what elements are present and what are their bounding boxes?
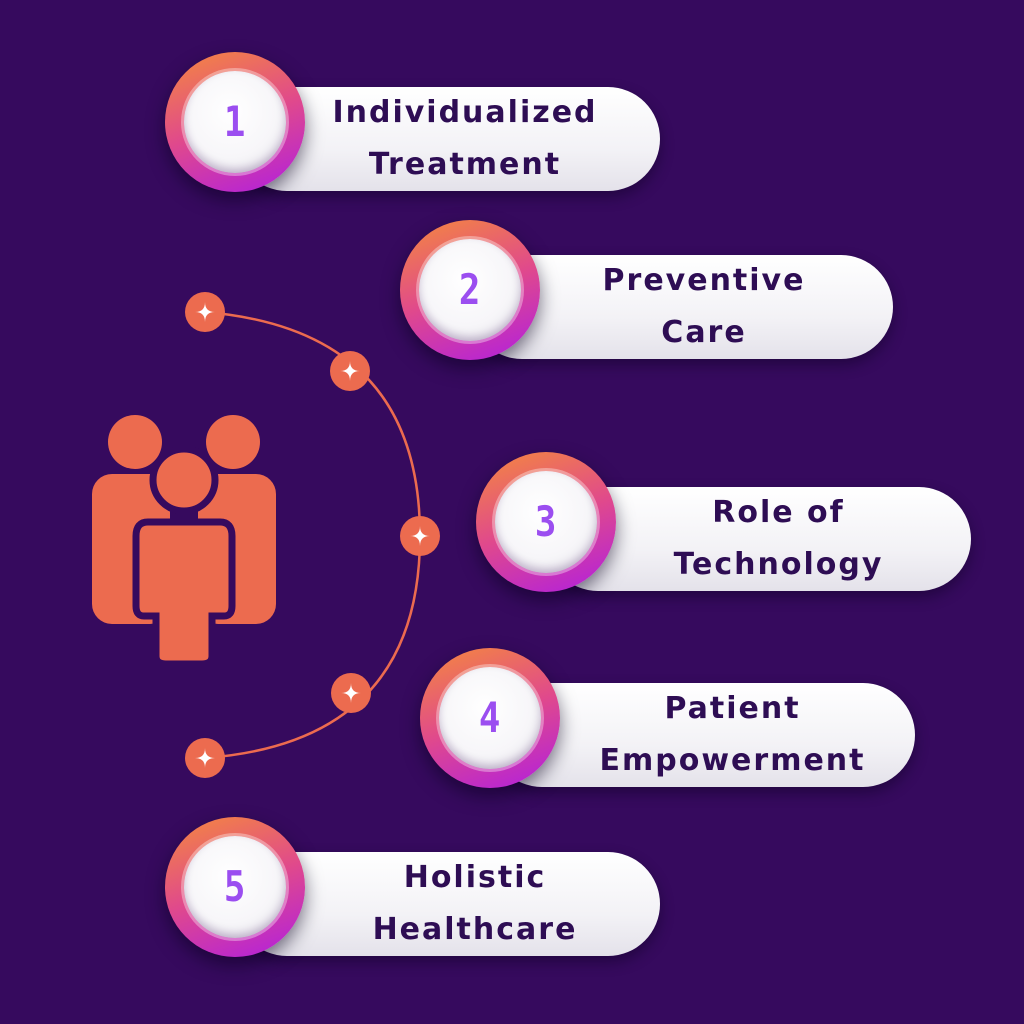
step-number-badge: 1 (165, 52, 305, 192)
step-title-line2: Empowerment (599, 743, 866, 778)
step-item-1: Individualized Treatment 1 (165, 52, 660, 192)
sparkle-node-icon (331, 673, 371, 713)
step-item-3: Role of Technology 3 (476, 452, 971, 592)
step-label-pill: Holistic Healthcare (235, 852, 660, 956)
step-number: 5 (224, 862, 246, 911)
step-title-line1: Patient (664, 691, 801, 726)
step-label-pill: Individualized Treatment (235, 87, 660, 191)
step-label-pill: Role of Technology (546, 487, 971, 591)
step-number: 3 (535, 497, 557, 546)
step-title-line1: Individualized (332, 95, 598, 130)
sparkle-node-icon (400, 516, 440, 556)
step-item-2: Preventive Care 2 (400, 220, 893, 360)
step-title-line1: Role of (712, 495, 845, 530)
step-title-line2: Treatment (368, 147, 562, 182)
step-title-line2: Technology (673, 547, 884, 582)
sparkle-node-icon (185, 738, 225, 778)
step-item-5: Holistic Healthcare 5 (165, 817, 660, 957)
step-number: 2 (459, 265, 481, 314)
step-number: 1 (224, 97, 246, 146)
step-label-pill: Preventive Care (470, 255, 893, 359)
people-group-icon (92, 410, 276, 666)
step-label-pill: Patient Empowerment (490, 683, 915, 787)
step-number-badge: 5 (165, 817, 305, 957)
step-title-line2: Care (661, 315, 747, 350)
step-item-4: Patient Empowerment 4 (420, 648, 915, 788)
step-number: 4 (479, 693, 501, 742)
sparkle-node-icon (330, 351, 370, 391)
step-title-line1: Holistic (403, 860, 547, 895)
step-number-badge: 2 (400, 220, 540, 360)
step-number-badge: 3 (476, 452, 616, 592)
step-title-line1: Preventive (602, 263, 806, 298)
sparkle-node-icon (185, 292, 225, 332)
step-title-line2: Healthcare (372, 912, 578, 947)
step-number-badge: 4 (420, 648, 560, 788)
